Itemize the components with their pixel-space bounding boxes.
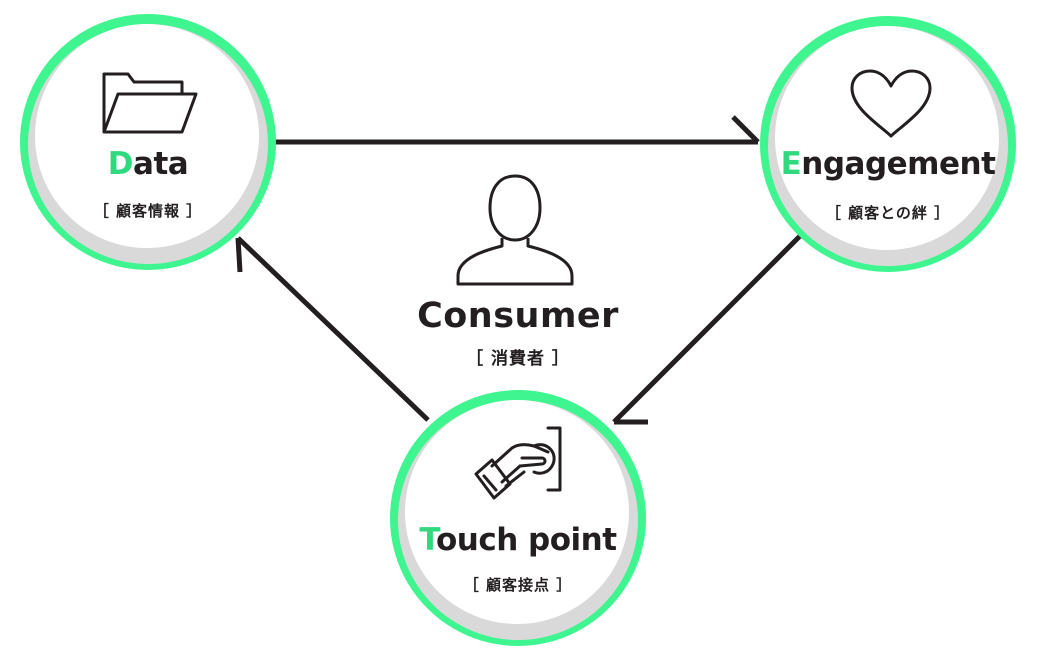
folder-icon — [102, 72, 198, 134]
touch-point-title: Touch point — [419, 522, 617, 558]
data-title: Data — [107, 146, 189, 182]
consumer-subtitle: ［ 消費者 ］ — [466, 349, 570, 369]
person-icon — [456, 174, 574, 286]
arrow-engagement-to-touchpoint — [612, 234, 802, 425]
touch-point-subtitle: ［ 顧客接点 ］ — [463, 576, 573, 594]
heart-icon — [850, 69, 932, 138]
touch-point-node: Touch point ［ 顧客接点 ］ — [390, 390, 646, 646]
consumer-title: Consumer — [417, 296, 619, 336]
data-subtitle: ［ 顧客情報 ］ — [93, 202, 203, 220]
engagement-subtitle: ［ 顧客との絆 ］ — [825, 204, 951, 222]
engagement-title: Engagement — [780, 146, 996, 182]
hand-card-icon — [474, 426, 562, 500]
data-node: Data ［ 顧客情報 ］ — [20, 14, 276, 270]
engagement-node: Engagement ［ 顧客との絆 ］ — [760, 16, 1016, 272]
arrow-touchpoint-to-data — [235, 236, 430, 422]
arrow-data-to-engagement — [272, 115, 760, 145]
